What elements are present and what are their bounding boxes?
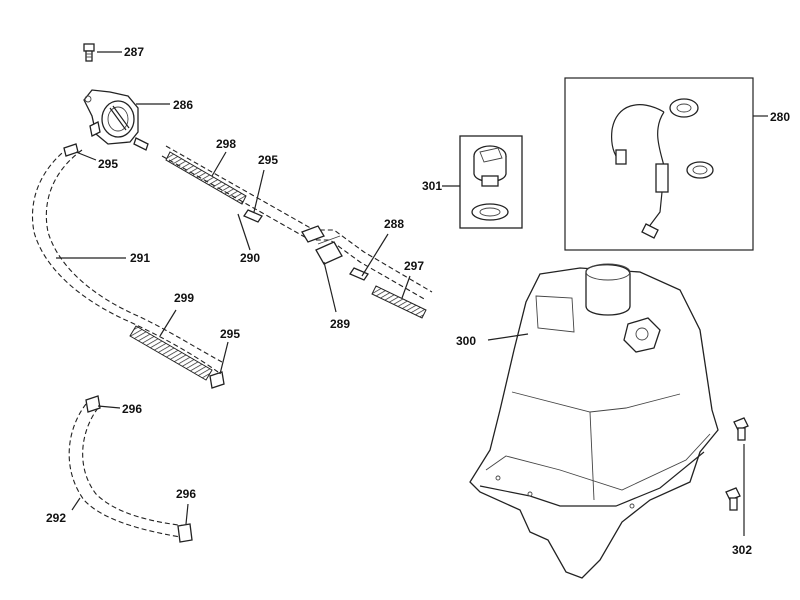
callout-291: 291	[130, 251, 150, 265]
protective-sleeve-297	[371, 275, 427, 319]
callout-296-top: 296	[122, 402, 142, 416]
fuel-filter-289	[301, 225, 343, 313]
clamp-296-low	[177, 503, 193, 543]
callout-289: 289	[330, 317, 350, 331]
callout-299: 299	[174, 291, 194, 305]
callout-297: 297	[404, 259, 424, 273]
callout-280: 280	[770, 110, 790, 124]
clamp-295-mid	[243, 169, 265, 223]
fuel-tank-300	[469, 263, 719, 579]
clamp-295-top	[63, 143, 97, 161]
fuel-hose-292	[68, 403, 187, 539]
protective-sleeve-298	[165, 151, 247, 205]
clamp-296-top	[85, 395, 121, 413]
fuel-hose-291	[31, 147, 223, 373]
callout-287: 287	[124, 45, 144, 59]
fuel-valve-286	[83, 89, 170, 151]
fuel-sensor-280	[564, 77, 768, 251]
callout-300: 300	[456, 334, 476, 348]
callout-295-mid: 295	[258, 153, 278, 167]
vacuum-hose-290	[161, 145, 433, 301]
callout-296-low: 296	[176, 487, 196, 501]
callout-301: 301	[422, 179, 442, 193]
callout-290: 290	[240, 251, 260, 265]
fuel-cap-301	[442, 135, 523, 229]
callout-295-top: 295	[98, 157, 118, 171]
clamp-295-low	[209, 341, 229, 389]
callout-295-low: 295	[220, 327, 240, 341]
bolt-287	[83, 43, 122, 62]
callout-292: 292	[46, 511, 66, 525]
bolts-302	[725, 417, 749, 536]
clamp-288	[349, 233, 389, 281]
callout-286: 286	[173, 98, 193, 112]
callout-298: 298	[216, 137, 236, 151]
callout-288: 288	[384, 217, 404, 231]
callout-302: 302	[732, 543, 752, 557]
protective-sleeve-299	[129, 309, 213, 381]
